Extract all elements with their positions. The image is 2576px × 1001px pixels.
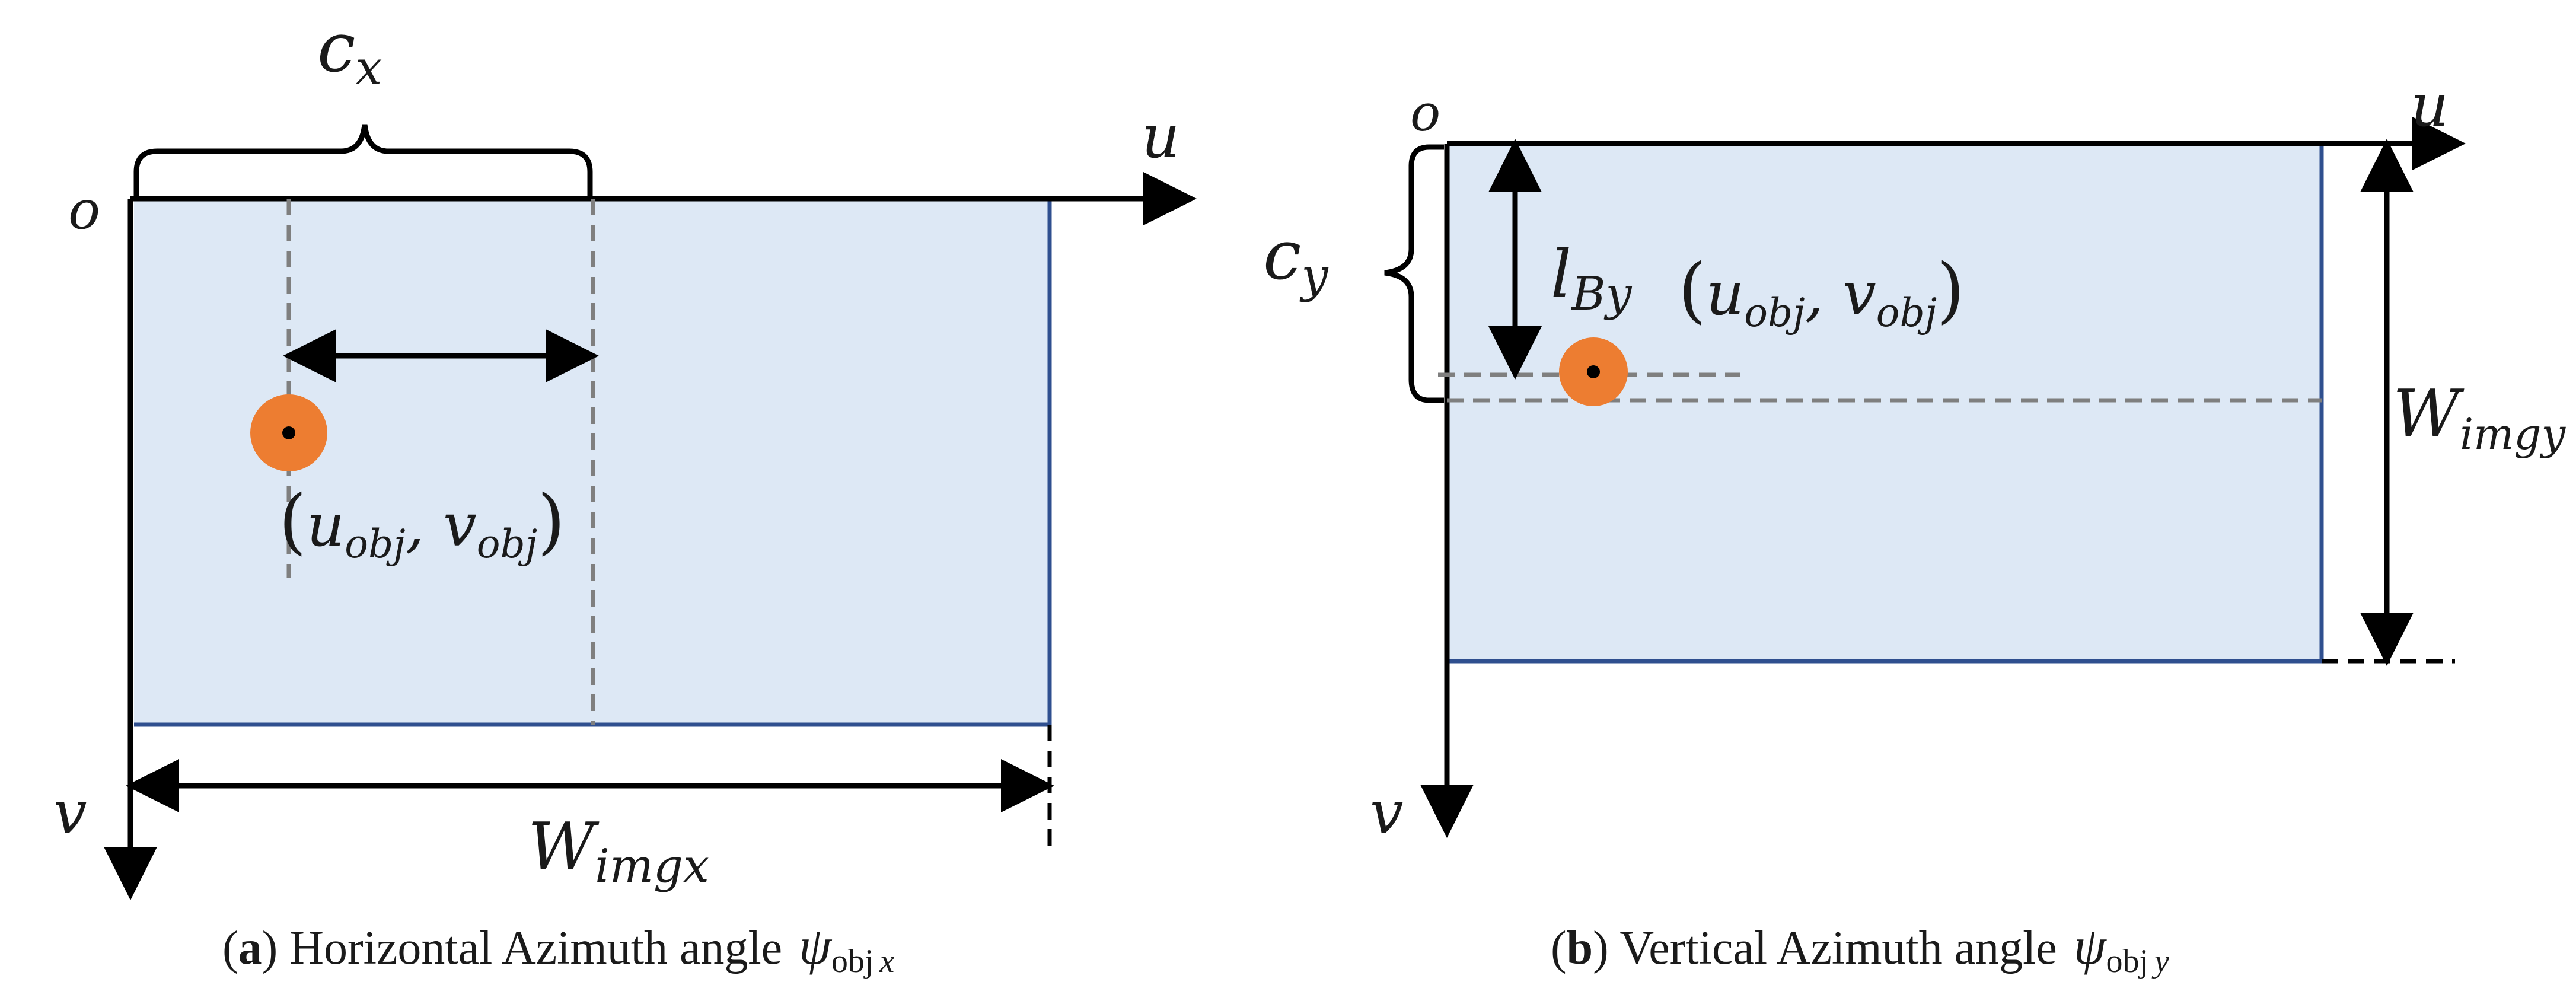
origin-label-b: o [1410, 84, 1440, 143]
lby-label: lBy [1551, 236, 1633, 321]
object-center-dot-b [1587, 365, 1600, 378]
origin-label-a: o [68, 179, 100, 241]
cx-label: cx [317, 8, 382, 95]
point-coordinate-label-a: (uobj, vobj) [279, 480, 565, 567]
v-axis-label-a: v [53, 778, 87, 847]
u-axis-label-a: u [1142, 102, 1179, 171]
panel-a: o u v cx Wimgx (uobj, vobj) [53, 8, 1197, 900]
u-axis-label-b: u [2411, 71, 2449, 140]
cy-label: cy [1263, 216, 1329, 303]
v-axis-label-b: v [1370, 778, 1404, 847]
point-coordinate-label-b: (uobj, vobj) [1678, 249, 1965, 336]
image-plane-b [1445, 141, 2324, 664]
width-label-b: Wimgy [2393, 375, 2566, 459]
width-label-a: Wimgx [528, 808, 709, 893]
cx-brace [133, 124, 593, 196]
cy-brace [1384, 144, 1444, 403]
panel-b: o u v cy lBy (uobj, vobj) Wimgy [1263, 71, 2566, 847]
object-center-dot-a [282, 426, 295, 439]
